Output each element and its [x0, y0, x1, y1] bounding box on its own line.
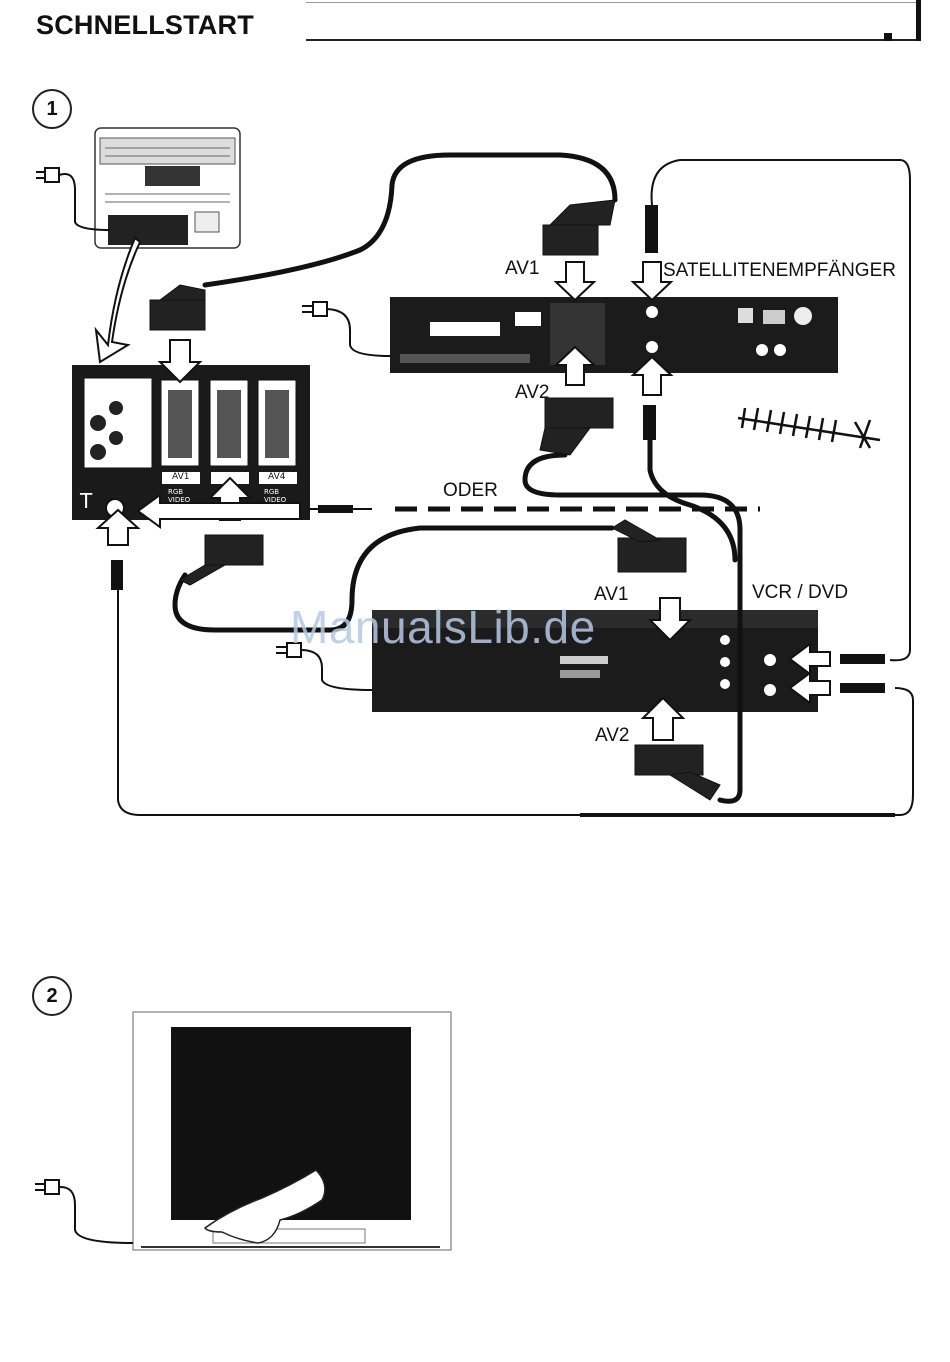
- scart-plug: [545, 398, 613, 428]
- label-av2-top: AV2: [515, 382, 550, 404]
- label-satellite-receiver: SATELLITENEMPFÄNGER: [663, 260, 896, 282]
- tv-panel-av4: AV4: [268, 472, 285, 482]
- label-av1-top: AV1: [505, 258, 540, 280]
- label-vcr-dvd: VCR / DVD: [752, 582, 848, 604]
- satellite-receiver: [390, 297, 838, 373]
- tv-rear-illustration: [95, 128, 240, 248]
- tv-panel-av1: AV1: [172, 472, 189, 482]
- scart-plug: [205, 535, 263, 565]
- scart-plug: [543, 225, 598, 255]
- label-av1-bottom: AV1: [594, 584, 629, 606]
- watermark: ManualsLib.de: [290, 600, 596, 654]
- svg-text:RGB: RGB: [168, 488, 183, 496]
- scart-plug: [150, 300, 205, 330]
- svg-text:T: T: [79, 489, 93, 513]
- power-plug-icon: [35, 1180, 133, 1243]
- tv-front-illustration: [133, 1012, 451, 1250]
- label-oder: ODER: [443, 480, 498, 502]
- scart-plug: [618, 538, 686, 572]
- zoom-pointer-arrow: [96, 238, 140, 362]
- antenna-icon: [738, 408, 880, 448]
- scart-plug: [635, 745, 703, 775]
- label-av2-bottom: AV2: [595, 725, 630, 747]
- svg-text:RGB: RGB: [264, 488, 279, 496]
